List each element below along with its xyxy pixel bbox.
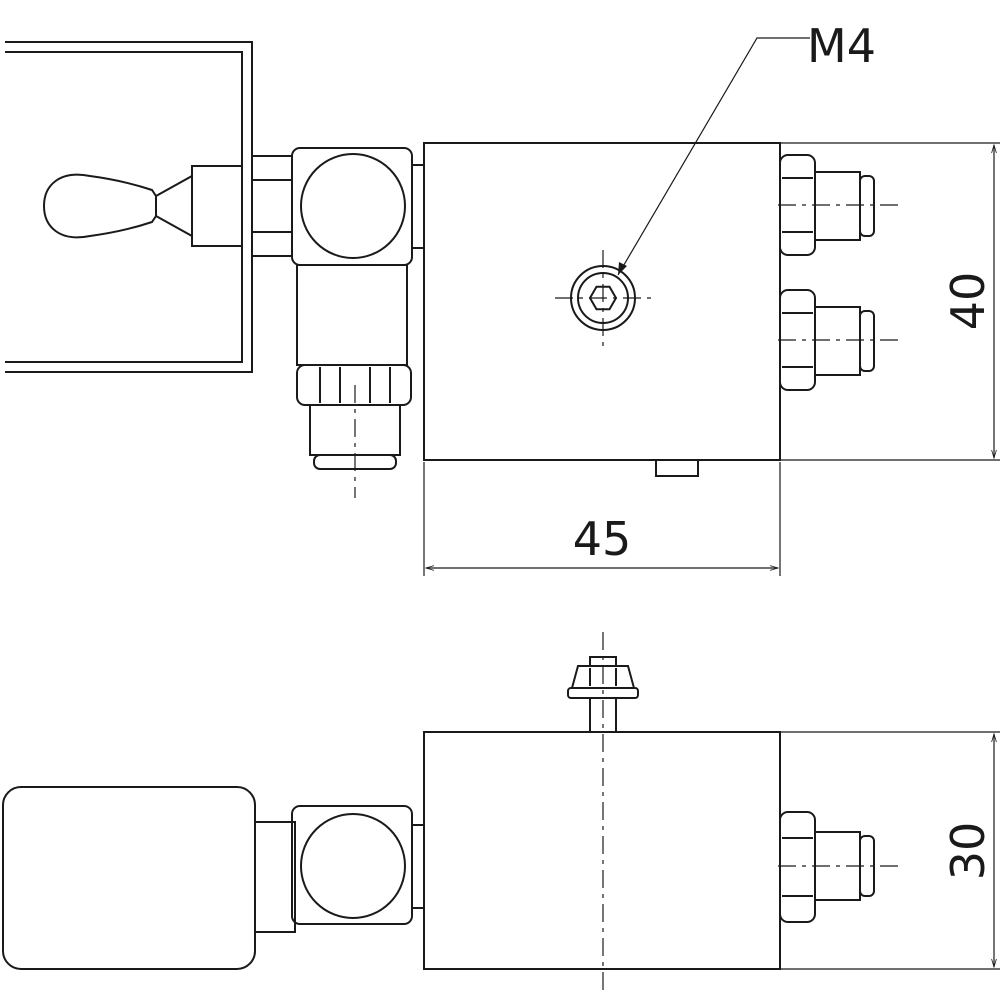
right-fitting-lower [779, 289, 875, 391]
dimension-lines [423, 37, 1000, 970]
lever-shaft [155, 165, 243, 247]
bottom-main-block [423, 731, 781, 970]
valve-nut [296, 364, 412, 406]
valve-body-lower [296, 264, 408, 366]
top-main-block [423, 142, 781, 461]
dimension-45-label: 45 [573, 512, 632, 566]
m4-leader [617, 37, 810, 276]
valve-stem [251, 155, 293, 257]
top-bracket [5, 41, 253, 373]
center-lines [354, 204, 902, 990]
dimension-30-label: 30 [941, 822, 995, 881]
valve-ball [300, 153, 406, 259]
m4-label: M4 [807, 19, 876, 73]
block-tab [655, 459, 699, 477]
bottom-view [2, 656, 875, 970]
bottom-valve-body [291, 805, 413, 925]
lever-handle [42, 173, 157, 239]
bottom-stem [254, 821, 296, 933]
top-view [5, 41, 875, 477]
dimension-40-label: 40 [941, 272, 995, 331]
valve-body-upper [291, 147, 413, 266]
bottom-valve-ball [300, 813, 406, 919]
bottom-right-fitting [779, 811, 875, 923]
bottom-cap [2, 786, 256, 970]
